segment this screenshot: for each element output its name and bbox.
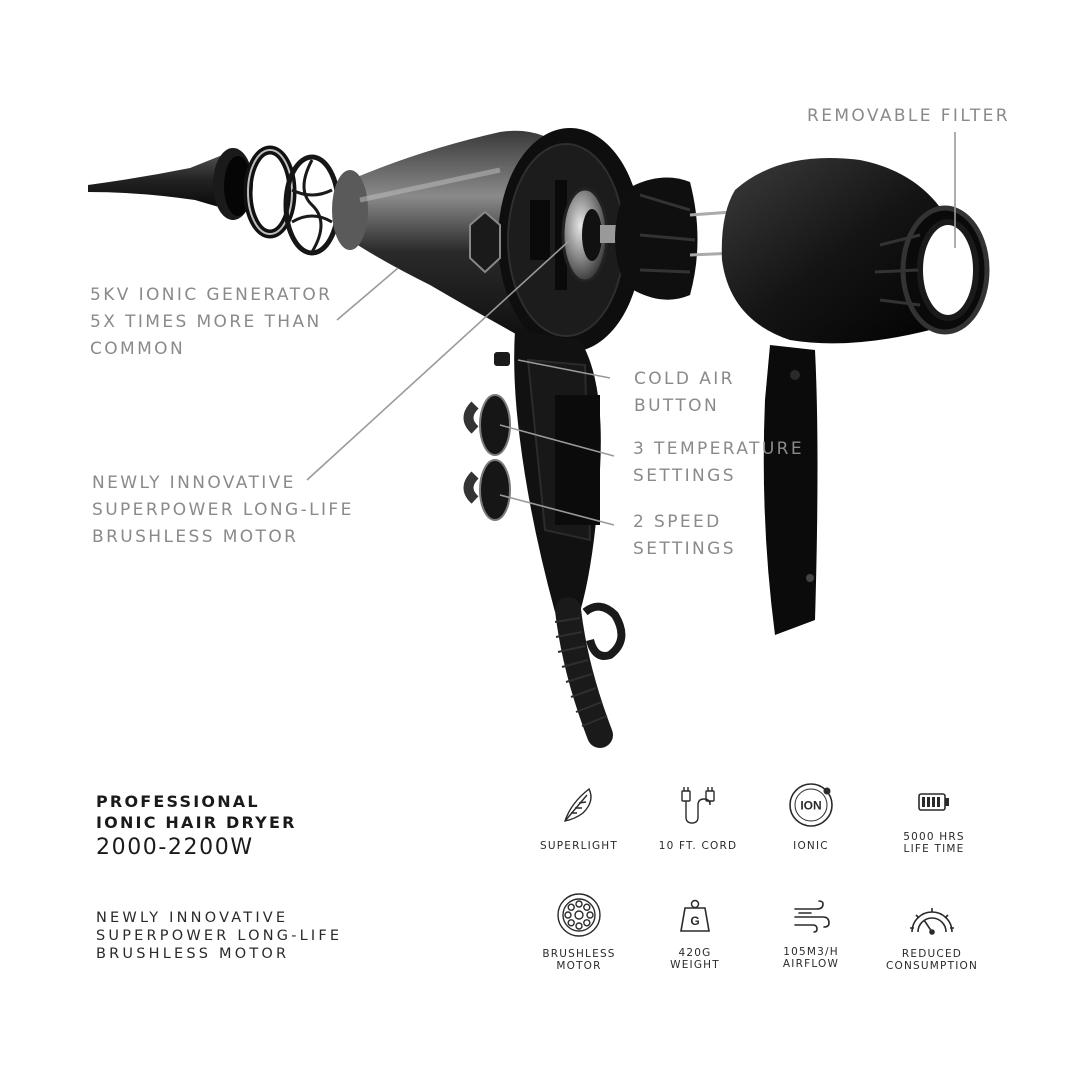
leader-temperature bbox=[499, 424, 615, 457]
product-motor-line: BRUSHLESS MOTOR bbox=[96, 946, 290, 962]
feature-ionic: ION IONIC bbox=[756, 781, 866, 852]
callout-ionic-generator: 5KV IONIC GENERATOR 5X TIMES MORE THAN C… bbox=[90, 282, 332, 363]
feature-superlight: SUPERLIGHT bbox=[524, 783, 634, 852]
leader-speed bbox=[499, 494, 615, 526]
feature-label-line: WEIGHT bbox=[670, 959, 720, 971]
callout-removable-filter: REMOVABLE FILTER bbox=[807, 103, 1010, 130]
product-motor-line: NEWLY INNOVATIVE bbox=[96, 910, 289, 926]
feature-cord: 10 FT. CORD bbox=[643, 783, 753, 852]
feature-label: 105M3/H AIRFLOW bbox=[756, 946, 866, 970]
leader-lines bbox=[306, 132, 956, 526]
callout-line: COLD AIR bbox=[634, 369, 735, 389]
battery-icon bbox=[918, 793, 949, 811]
callout-speed: 2 SPEED SETTINGS bbox=[633, 509, 736, 563]
feature-label: REDUCED CONSUMPTION bbox=[877, 948, 987, 972]
feature-label-line: IONIC bbox=[793, 840, 829, 852]
feature-label-line: AIRFLOW bbox=[782, 958, 840, 970]
product-motor-description: NEWLY INNOVATIVE SUPERPOWER LONG-LIFE BR… bbox=[96, 909, 342, 963]
callout-line: BRUSHLESS MOTOR bbox=[92, 527, 299, 547]
ion-icon-text: ION bbox=[800, 799, 821, 813]
product-title-line: IONIC HAIR DRYER bbox=[96, 813, 297, 832]
feature-label-line: CONSUMPTION bbox=[885, 960, 979, 972]
ion-icon: ION bbox=[789, 783, 833, 827]
product-title: PROFESSIONAL IONIC HAIR DRYER bbox=[96, 791, 297, 833]
callout-motor: NEWLY INNOVATIVE SUPERPOWER LONG-LIFE BR… bbox=[92, 470, 354, 551]
feature-label-line: BRUSHLESS bbox=[542, 948, 616, 960]
feature-consumption: REDUCED CONSUMPTION bbox=[877, 898, 987, 972]
callout-line: 3 TEMPERATURE bbox=[633, 439, 805, 459]
callout-line: BUTTON bbox=[634, 396, 720, 416]
feature-label: 10 FT. CORD bbox=[643, 840, 753, 852]
feather-icon bbox=[563, 787, 592, 822]
callout-line: NEWLY INNOVATIVE bbox=[92, 473, 296, 493]
feature-label-line: LIFE TIME bbox=[903, 843, 965, 855]
callout-line: 5X TIMES MORE THAN bbox=[90, 312, 322, 332]
product-motor-line: SUPERPOWER LONG-LIFE bbox=[96, 928, 343, 944]
feature-label: 5000 HRS LIFE TIME bbox=[879, 831, 989, 855]
feature-label: 420G WEIGHT bbox=[640, 947, 750, 971]
feature-label: BRUSHLESS MOTOR bbox=[524, 948, 634, 972]
feature-label-line: 10 FT. CORD bbox=[658, 840, 738, 852]
callout-cold-air: COLD AIR BUTTON bbox=[634, 366, 735, 420]
power-cord bbox=[554, 597, 626, 748]
feature-airflow: 105M3/H AIRFLOW bbox=[756, 899, 866, 970]
rear-housing bbox=[721, 158, 990, 635]
concentrator-nozzle bbox=[88, 148, 253, 220]
callout-line: SUPERPOWER LONG-LIFE bbox=[92, 500, 354, 520]
dryer-body bbox=[332, 128, 642, 352]
nozzle-rings bbox=[243, 145, 341, 256]
feature-label-line: 420G bbox=[678, 947, 712, 959]
leader-motor bbox=[306, 239, 571, 481]
callout-temperature: 3 TEMPERATURE SETTINGS bbox=[633, 436, 804, 490]
gauge-icon bbox=[910, 908, 954, 935]
feature-label-line: MOTOR bbox=[556, 960, 602, 972]
plug-cord-icon bbox=[681, 787, 715, 824]
callout-line: COMMON bbox=[90, 339, 186, 359]
airflow-icon bbox=[794, 900, 830, 933]
leader-cold-air bbox=[517, 359, 611, 379]
callout-line: 2 SPEED bbox=[633, 512, 722, 532]
callout-line: 5KV IONIC GENERATOR bbox=[90, 285, 333, 305]
feature-lifetime: 5000 HRS LIFE TIME bbox=[879, 787, 989, 855]
product-power: 2000-2200W bbox=[96, 835, 254, 860]
feature-label-line: REDUCED bbox=[901, 948, 963, 960]
callout-line: SETTINGS bbox=[633, 539, 736, 559]
callout-line: SETTINGS bbox=[633, 466, 736, 486]
motor-and-fan bbox=[561, 177, 761, 300]
callout-line: REMOVABLE FILTER bbox=[807, 106, 1011, 126]
feature-weight: G 420G WEIGHT bbox=[640, 897, 750, 971]
brushless-motor-icon bbox=[557, 893, 601, 937]
dryer-handle bbox=[463, 330, 601, 612]
weight-icon: G bbox=[680, 899, 710, 932]
feature-brushless-motor: BRUSHLESS MOTOR bbox=[524, 891, 634, 972]
weight-icon-text: G bbox=[690, 914, 699, 928]
feature-label-line: SUPERLIGHT bbox=[539, 840, 618, 852]
feature-label: SUPERLIGHT bbox=[524, 840, 634, 852]
feature-label: IONIC bbox=[756, 840, 866, 852]
feature-label-line: 105M3/H bbox=[783, 946, 839, 958]
leader-ionic-generator bbox=[336, 267, 399, 321]
product-title-line: PROFESSIONAL bbox=[96, 792, 260, 811]
feature-label-line: 5000 HRS bbox=[903, 831, 965, 843]
